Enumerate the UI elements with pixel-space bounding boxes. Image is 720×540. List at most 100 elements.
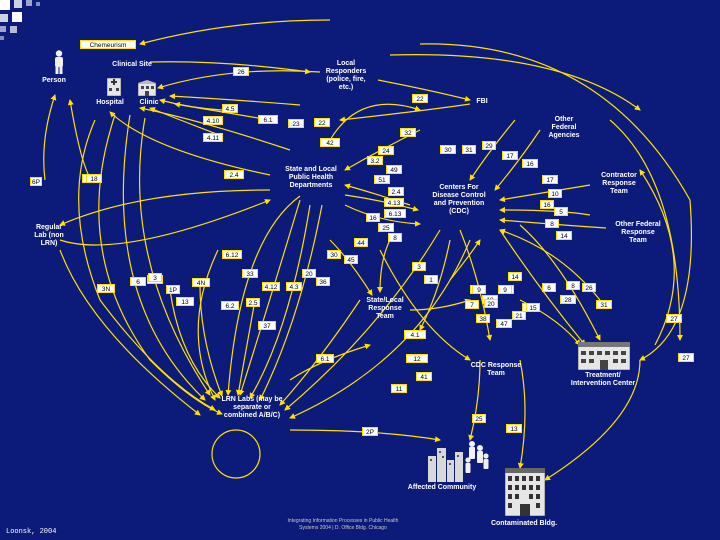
flow-arrow [609,119,683,341]
flow-arrow [379,249,471,361]
flow-step-label: 28 [560,295,576,304]
flow-step-label: 31 [462,145,476,154]
flow-step-label: 4.11 [203,133,223,142]
flow-step-label: 9 [498,285,512,294]
flow-step-label: 1 [424,275,438,284]
flow-step-label: 38 [476,314,490,323]
flow-step-label: 26 [233,67,249,76]
flow-step-label: 16 [366,213,380,222]
flow-arrow [499,229,586,346]
flow-arrow [139,19,331,46]
flow-step-label: 51 [374,175,390,184]
flow-arrow [494,129,541,191]
flow-step-label: 6.12 [222,250,242,259]
flow-arrow [289,239,471,419]
flow-arrow [459,229,493,341]
flow-arrow [259,204,323,401]
flow-arrow [169,93,301,106]
flow-step-label: 44 [354,238,368,247]
person-icon [52,50,66,79]
contractor-response-team-label: Contractor Response Team [601,172,637,195]
flow-step-label: 21 [512,311,526,320]
other-federal-agencies-label: Other Federal Agencies [548,116,580,139]
flow-step-label: 36 [316,277,330,286]
flow-step-label: 3 [148,273,162,282]
flow-step-label: 4.5 [222,104,238,113]
flow-arrow [469,119,516,181]
flow-step-label: 20 [302,269,316,278]
bullet-squares-icon [0,0,60,46]
state-local-response-team-label: State/Local Response Team [366,297,404,320]
flow-arrow [517,359,526,469]
flow-step-label: 1P [166,285,180,294]
flow-step-label: 23 [288,119,304,128]
flow-arrow [59,249,201,416]
flow-step-label: 5 [554,207,568,216]
clinical-site-label: Clinical Site [112,61,152,68]
flow-step-label: 2P [362,427,378,436]
flow-step-label: 10 [548,189,562,198]
clinic-icon [137,80,157,101]
flow-step-label: 31 [596,300,612,309]
flow-step-label: 22 [314,118,330,127]
author-citation: Loonsk, 2004 [6,528,57,536]
flow-arrow [43,94,57,181]
corner-label: Chemeurism [80,40,136,49]
flow-step-label: 16 [522,159,538,168]
flow-arrow [639,169,675,346]
flow-arrow [344,204,421,227]
affected-community-label: Affected Community [407,484,477,491]
flow-arrow [284,229,441,411]
flow-arrow [109,111,271,176]
flow-arrow [122,114,206,401]
flow-step-label: 6.1 [258,115,278,124]
flow-step-label: 6.2 [221,301,239,310]
flow-step-label: 6.13 [384,209,406,218]
flow-step-label: 41 [416,372,432,381]
flow-step-label: 33 [242,269,258,278]
flow-arrow [149,61,311,75]
flow-step-label: 26 [582,283,596,292]
flow-step-label: 8 [545,219,559,228]
lrn-labs-label: LRN Labs (may be separate or combined A/… [221,396,283,419]
flow-arrow [544,359,641,481]
hospital-icon [106,77,122,101]
flow-arrow [449,239,481,281]
regular-lab-label: Regular Lab (non LRN) [34,224,64,247]
flow-step-label: 14 [556,231,572,240]
flow-step-label: 27 [666,314,682,323]
flow-step-label: 4.1 [404,330,426,339]
flow-arrow [59,189,271,226]
cdc-label: Centers For Disease Control and Preventi… [432,184,486,215]
flow-arrow [329,103,421,141]
flow-arrow [344,194,419,212]
flow-arrow [197,249,219,401]
flow-step-label: 4.10 [203,116,223,125]
flow-step-label: 3 [412,262,426,271]
flow-step-label: 4N [192,278,210,287]
flow-step-label: 27 [678,353,694,362]
flow-arrow [67,99,91,179]
flow-step-label: 24 [378,146,394,155]
local-responders-label: Local Responders (police, fire, etc.) [325,60,367,91]
flow-step-label: 8 [388,233,402,242]
flow-arrow [419,43,693,361]
flow-step-label: 6 [130,277,146,286]
contaminated-bldg-label: Contaminated Bldg. [490,520,558,527]
flow-step-label: 4.13 [384,198,404,207]
flow-arrow [377,79,471,102]
flow-step-label: 6P [30,177,42,186]
flow-step-label: 6 [542,283,556,292]
treatment-center-label: Treatment/ Intervention Center [570,372,636,387]
fbi-label: FBI [476,98,488,105]
flow-step-label: 9 [472,285,486,294]
flow-step-label: 25 [378,223,394,232]
flow-step-label: 49 [386,165,402,174]
contaminated-building-icon [504,467,546,521]
flow-arrow [409,298,471,311]
flow-step-label: 3.2 [367,156,383,165]
flow-arrow [419,239,451,331]
flow-arrow [225,195,301,396]
flow-step-label: 6.1 [316,354,334,363]
